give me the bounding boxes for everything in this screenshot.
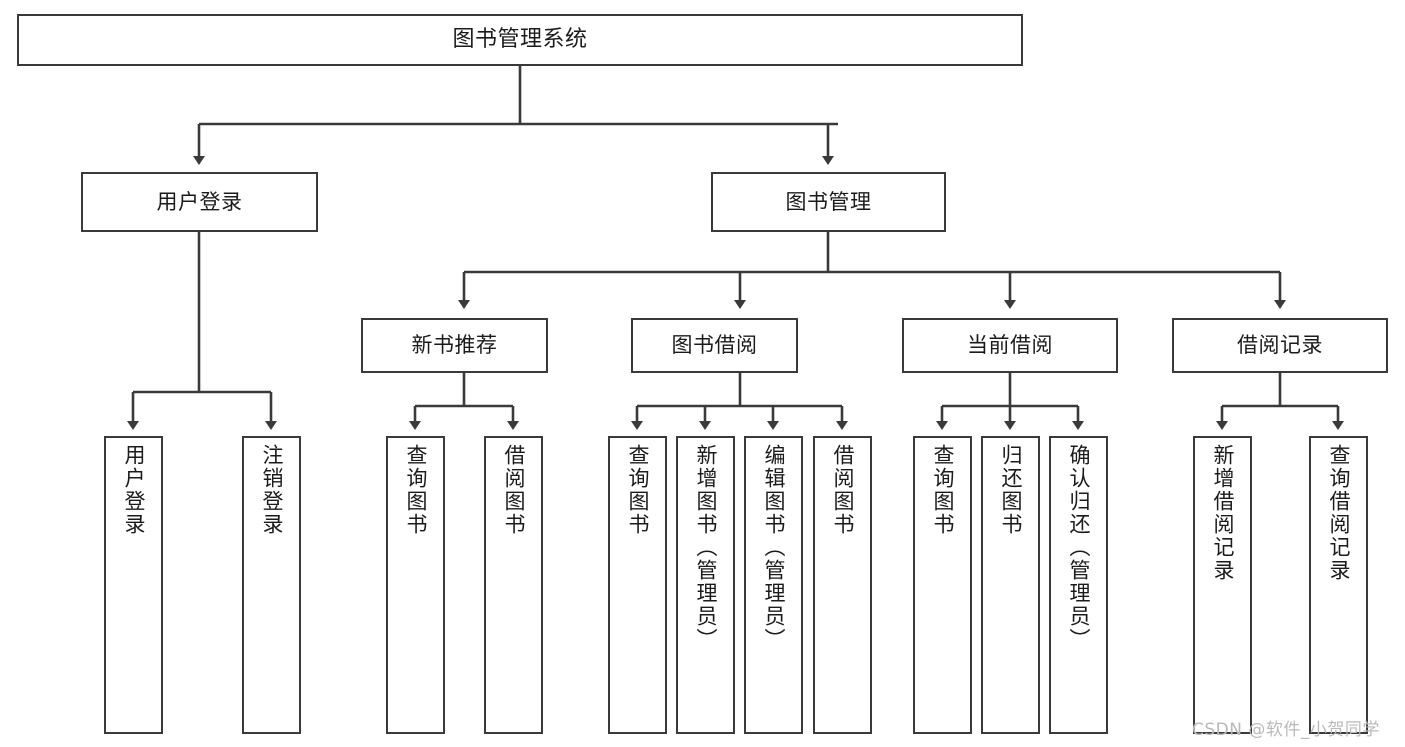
leaf-record-query-record[interactable]: 查询借阅记录 <box>1309 436 1368 734</box>
node-label: 图书管理系统 <box>452 27 588 53</box>
node-root-system[interactable]: 图书管理系统 <box>17 14 1023 66</box>
leaf-user-login-logout[interactable]: 注销登录 <box>242 436 301 734</box>
leaf-borrow-borrow-book[interactable]: 借阅图书 <box>813 436 872 734</box>
node-label: 编辑图书（管理员） <box>762 444 786 651</box>
node-label: 确认归还（管理员） <box>1067 444 1091 651</box>
node-label: 用户登录 <box>122 444 146 536</box>
leaf-recommend-query-book[interactable]: 查询图书 <box>386 436 445 734</box>
node-book-management[interactable]: 图书管理 <box>711 172 946 232</box>
node-label: 图书借阅 <box>671 333 758 358</box>
node-borrow-record[interactable]: 借阅记录 <box>1172 318 1388 373</box>
node-user-login[interactable]: 用户登录 <box>81 172 318 232</box>
node-label: 借阅图书 <box>502 444 526 536</box>
node-label: 查询图书 <box>626 444 650 536</box>
node-label: 当前借阅 <box>967 333 1053 358</box>
node-label: 查询借阅记录 <box>1327 444 1351 582</box>
node-book-borrow[interactable]: 图书借阅 <box>631 318 798 373</box>
leaf-borrow-query-book[interactable]: 查询图书 <box>608 436 667 734</box>
leaf-borrow-edit-book-admin[interactable]: 编辑图书（管理员） <box>744 436 803 734</box>
leaf-current-query-book[interactable]: 查询图书 <box>913 436 972 734</box>
node-label: 注销登录 <box>260 444 284 536</box>
node-label: 新增图书（管理员） <box>694 444 718 651</box>
node-label: 用户登录 <box>156 189 243 214</box>
leaf-current-return-book[interactable]: 归还图书 <box>981 436 1040 734</box>
node-current-borrow[interactable]: 当前借阅 <box>902 318 1118 373</box>
node-label: 借阅记录 <box>1237 333 1323 358</box>
node-label: 新增借阅记录 <box>1211 444 1235 582</box>
leaf-record-add-record[interactable]: 新增借阅记录 <box>1193 436 1252 734</box>
node-label: 借阅图书 <box>831 444 855 536</box>
node-new-book-recommend[interactable]: 新书推荐 <box>361 318 548 373</box>
leaf-borrow-add-book-admin[interactable]: 新增图书（管理员） <box>676 436 735 734</box>
leaf-current-confirm-return-admin[interactable]: 确认归还（管理员） <box>1049 436 1108 734</box>
node-label: 查询图书 <box>404 444 428 536</box>
node-label: 查询图书 <box>931 444 955 536</box>
node-label: 归还图书 <box>999 444 1023 536</box>
node-label: 新书推荐 <box>411 333 498 358</box>
node-label: 图书管理 <box>785 189 872 214</box>
leaf-user-login-login[interactable]: 用户登录 <box>104 436 163 734</box>
leaf-recommend-borrow-book[interactable]: 借阅图书 <box>484 436 543 734</box>
